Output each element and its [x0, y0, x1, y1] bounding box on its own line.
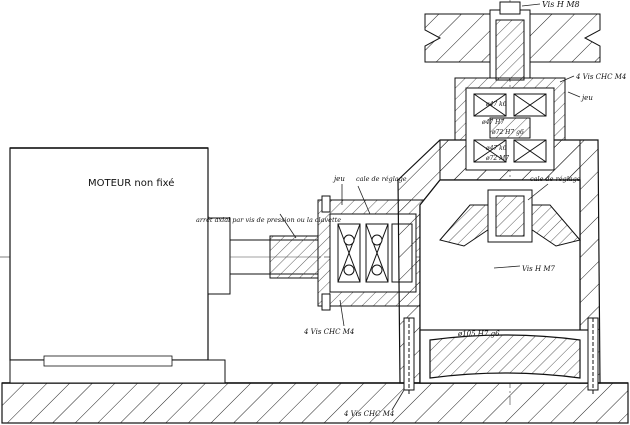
note-base-screws: 4 Vis CHC M4	[343, 410, 394, 418]
note-axial-stop: arrêt axial par vis de pression ou la cl…	[196, 216, 341, 224]
fit-mark: ø47 H7	[481, 119, 504, 126]
base-plate	[1, 382, 629, 424]
leader-lines	[279, 3, 581, 411]
fit-mark: ø47 k6	[485, 101, 507, 108]
note-top-screw: Vis H M8	[542, 0, 580, 9]
fit-mark: ø72 M7	[485, 155, 509, 162]
note-top-right-jeu: jeu	[580, 94, 593, 102]
note-left-jeu: jeu	[332, 175, 345, 183]
top-bearing-housing	[439, 77, 581, 181]
motor-block: MOTEUR non fixé	[9, 147, 231, 384]
note-top-right-screws: 4 Vis CHC M4	[575, 73, 626, 81]
bevel-gear	[439, 189, 581, 247]
fit-marks: ø47 k6 ø47 H7 ø72 H7 g6 ø47 k6 ø72 M7	[481, 101, 524, 162]
shaft-coupling	[229, 235, 319, 279]
base-bolts	[403, 317, 599, 395]
note-right-screw: Vis H M7	[522, 265, 555, 273]
annotations: Vis H M8 4 Vis CHC M4 jeu jeu cale de ré…	[196, 0, 626, 418]
fit-mark: ø72 H7 g6	[491, 129, 524, 136]
note-lower-screws: 4 Vis CHC M4	[303, 328, 354, 336]
note-left-shim: cale de réglage	[356, 175, 407, 183]
pulley	[424, 1, 601, 81]
motor-label: MOTEUR non fixé	[88, 177, 174, 189]
note-fit-dim: ø105 H7 g6	[457, 330, 500, 338]
note-right-shim: cale de réglage	[530, 175, 581, 183]
fit-mark: ø47 k6	[485, 145, 507, 152]
